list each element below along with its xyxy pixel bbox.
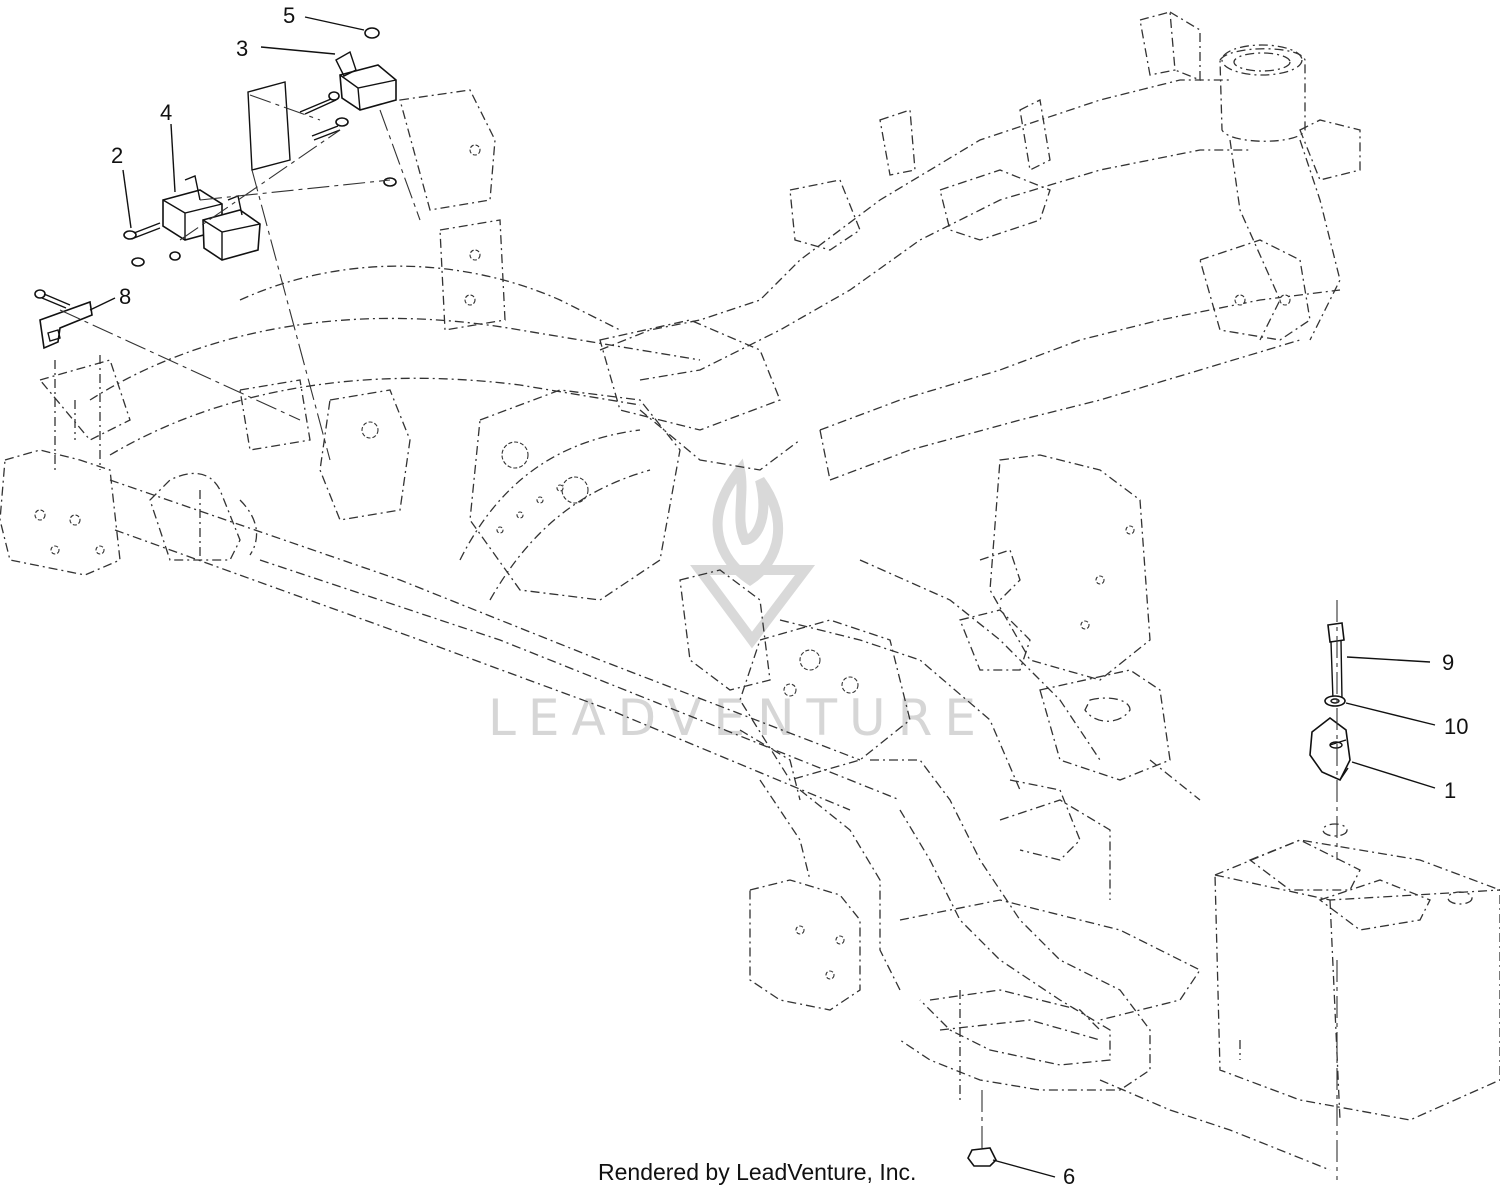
washer-part-10 <box>1324 695 1346 707</box>
battery <box>1214 823 1500 1121</box>
callout-10: 10 <box>1345 702 1468 739</box>
callout-1: 1 <box>1351 761 1456 803</box>
watermark-logo-icon <box>690 458 816 649</box>
callout-2: 2 <box>111 143 132 229</box>
nut-part-6 <box>967 1147 997 1167</box>
callout-10-label: 10 <box>1444 714 1468 739</box>
callout-2-label: 2 <box>111 143 123 168</box>
watermark-text: LEADVENTURE <box>488 689 988 747</box>
callout-6: 6 <box>992 1159 1075 1189</box>
bolt-parts <box>299 91 397 187</box>
mower-frame <box>0 11 1361 1171</box>
callout-3: 3 <box>236 36 336 61</box>
bolt-part-8 <box>34 289 71 309</box>
callout-3-label: 3 <box>236 36 248 61</box>
callout-6-label: 6 <box>1063 1164 1075 1189</box>
callout-8-label: 8 <box>119 284 131 309</box>
relay-assembly <box>34 27 421 461</box>
callout-9-label: 9 <box>1442 650 1454 675</box>
callout-4-label: 4 <box>160 100 172 125</box>
callouts: 5 3 4 2 8 9 10 1 <box>89 3 1468 1189</box>
screw-part-2 <box>123 222 181 267</box>
callout-5-label: 5 <box>283 3 295 28</box>
relay-part-3 <box>339 64 397 111</box>
callout-1-label: 1 <box>1444 778 1456 803</box>
callout-9: 9 <box>1346 650 1454 675</box>
bracket-part-8 <box>39 300 93 350</box>
hold-down-assembly <box>967 600 1351 1180</box>
relay-part-4-b <box>202 209 261 261</box>
hold-down-part-1 <box>1309 716 1351 782</box>
callout-4: 4 <box>160 100 176 193</box>
nut-part-5 <box>364 27 380 39</box>
callout-5: 5 <box>283 3 365 31</box>
bolt-part-9 <box>1327 622 1345 701</box>
callout-8: 8 <box>89 284 131 311</box>
footer-credit: Rendered by LeadVenture, Inc. <box>598 1159 916 1185</box>
watermark: LEADVENTURE <box>488 458 988 747</box>
